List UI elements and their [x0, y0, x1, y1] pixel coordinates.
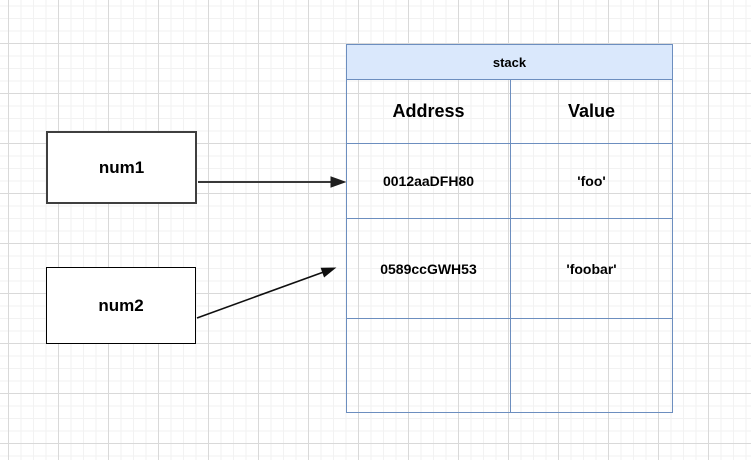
- column-header-value[interactable]: Value: [567, 101, 616, 121]
- cell-address-2[interactable]: [347, 319, 511, 412]
- table-row[interactable]: [347, 319, 672, 412]
- stack-table-title-label: stack: [492, 54, 527, 70]
- stack-table-title[interactable]: stack: [347, 45, 672, 80]
- table-row[interactable]: 0589ccGWH53 'foobar': [347, 219, 672, 319]
- column-header-address[interactable]: Address: [347, 80, 511, 143]
- arrow-num1-to-stack[interactable]: [198, 176, 347, 188]
- cell-address-1[interactable]: 0589ccGWH53: [347, 219, 511, 318]
- cell-value-0[interactable]: 'foo': [577, 173, 606, 189]
- stack-table[interactable]: stack Address Value 0012aaDFH80 'foo' 05…: [346, 44, 673, 413]
- arrow-num2-to-stack[interactable]: [196, 267, 337, 319]
- node-num1[interactable]: num1: [46, 131, 197, 204]
- table-row[interactable]: 0012aaDFH80 'foo': [347, 144, 672, 219]
- node-num2-label: num2: [98, 295, 144, 315]
- cell-address-0[interactable]: 0012aaDFH80: [347, 144, 511, 218]
- node-num2[interactable]: num2: [46, 267, 196, 344]
- cell-value-1[interactable]: 'foobar': [566, 260, 617, 277]
- stack-table-header-row: Address Value: [347, 80, 672, 144]
- node-num1-label: num1: [98, 157, 145, 177]
- cell-value-2[interactable]: [511, 319, 672, 412]
